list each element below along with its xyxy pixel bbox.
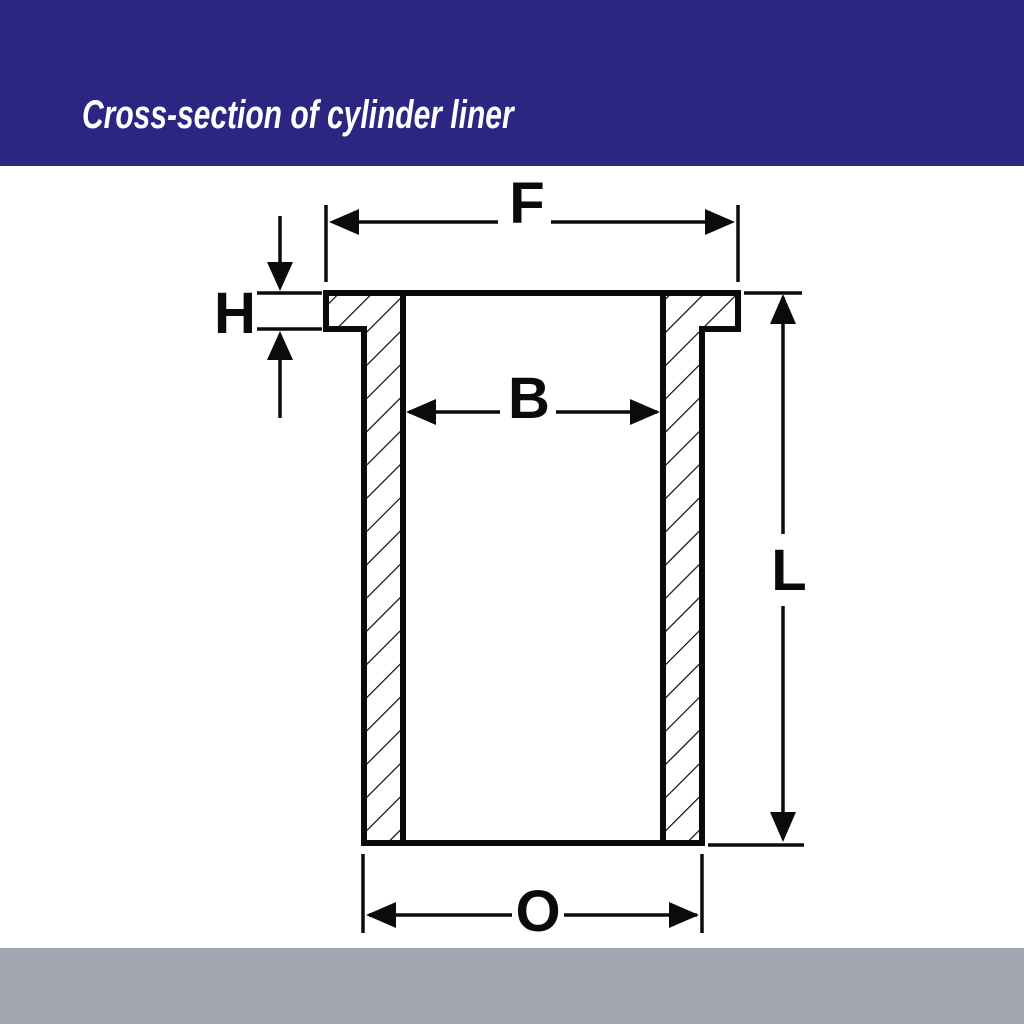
f-arrow-right	[705, 209, 735, 235]
dimension-H: H	[214, 216, 322, 418]
dimension-B: B	[406, 366, 660, 431]
dimension-F: F	[324, 171, 740, 282]
liner-cross-section	[323, 290, 741, 846]
h-arrow-down	[267, 262, 293, 291]
o-arrow-left	[366, 902, 396, 928]
f-arrow-left	[329, 209, 359, 235]
l-arrow-up	[770, 294, 796, 324]
l-label: L	[771, 538, 806, 603]
l-arrow-down	[770, 812, 796, 842]
b-arrow-left	[406, 399, 436, 425]
h-arrow-up	[267, 331, 293, 360]
liner-right-wall-section	[660, 290, 741, 846]
o-arrow-right	[669, 902, 699, 928]
f-label: F	[509, 171, 544, 236]
footer-band	[0, 948, 1024, 1024]
o-label: O	[515, 879, 560, 944]
b-label: B	[508, 366, 550, 431]
dimension-L: L	[708, 291, 807, 847]
h-label: H	[214, 281, 256, 346]
title-bar	[0, 0, 1024, 166]
liner-left-wall-section	[323, 290, 406, 846]
page-title: Cross-section of cylinder liner	[82, 93, 516, 137]
dimension-O: O	[361, 854, 704, 944]
b-arrow-right	[630, 399, 660, 425]
